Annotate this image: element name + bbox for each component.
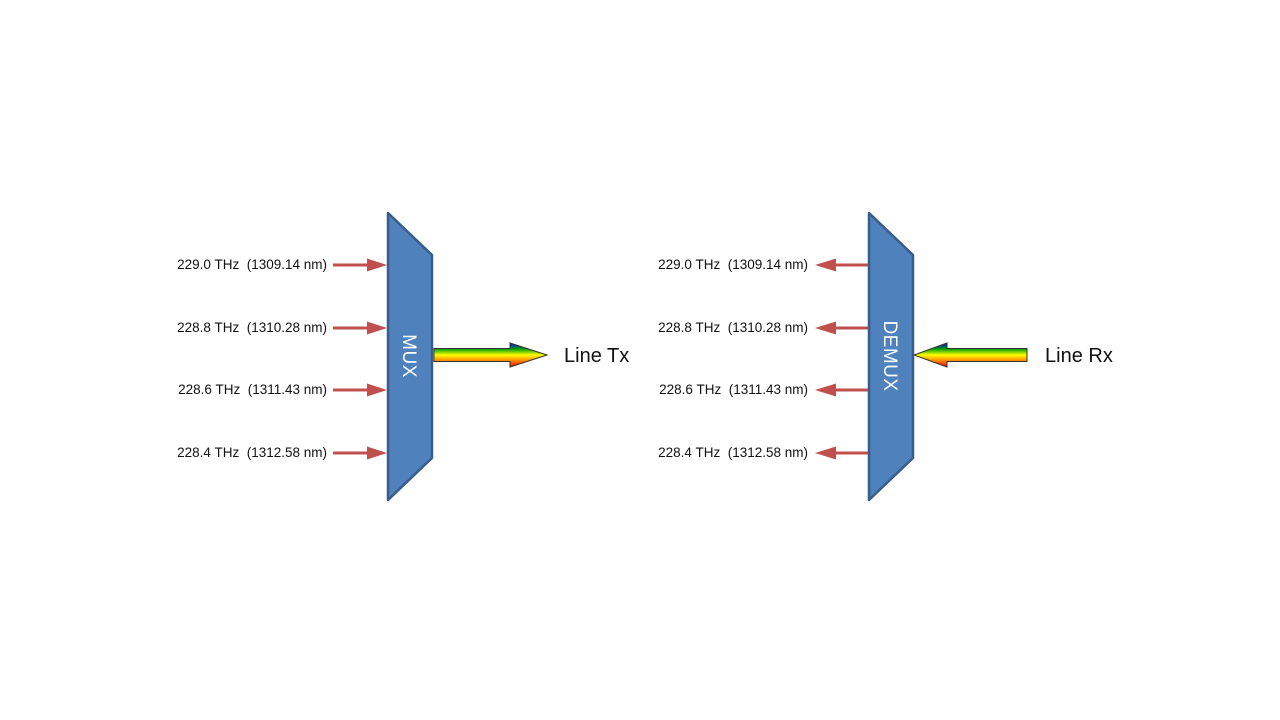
demux-channel-arrow — [815, 383, 868, 397]
mux-channel-arrow — [333, 383, 387, 397]
demux-channel-label: 229.0 THz (1309.14 nm) — [658, 257, 808, 272]
mux-channel-arrow — [333, 258, 387, 272]
mux-label: MUX — [398, 334, 419, 378]
demux-channel-label: 228.8 THz (1310.28 nm) — [658, 320, 808, 335]
demux-section: DEMUX 229.0 THz (1309.14 nm) 228.8 THz (… — [658, 211, 1113, 502]
mux-channel-arrow — [333, 321, 387, 335]
mux-channel-label: 228.6 THz (1311.43 nm) — [178, 382, 327, 397]
mux-section: MUX 229.0 THz (1309.14 nm) 228.8 THz (13… — [177, 211, 629, 502]
mux-channel-label: 229.0 THz (1309.14 nm) — [177, 257, 327, 272]
demux-block — [867, 211, 915, 502]
demux-channel-arrow — [815, 258, 868, 272]
demux-channel-label: 228.6 THz (1311.43 nm) — [659, 382, 808, 397]
line-rx-label: Line Rx — [1045, 345, 1113, 367]
line-tx-label: Line Tx — [564, 345, 629, 367]
line-tx-arrow — [433, 342, 549, 368]
mux-block — [386, 211, 434, 502]
mux-channel-arrow — [333, 446, 387, 460]
demux-channel-label: 228.4 THz (1312.58 nm) — [658, 445, 808, 460]
demux-channel-arrow — [815, 446, 868, 460]
line-rx-arrow — [912, 342, 1028, 368]
mux-channel-label: 228.4 THz (1312.58 nm) — [177, 445, 327, 460]
demux-label: DEMUX — [879, 320, 900, 391]
demux-channel-arrow — [815, 321, 868, 335]
mux-channel-label: 228.8 THz (1310.28 nm) — [177, 320, 327, 335]
